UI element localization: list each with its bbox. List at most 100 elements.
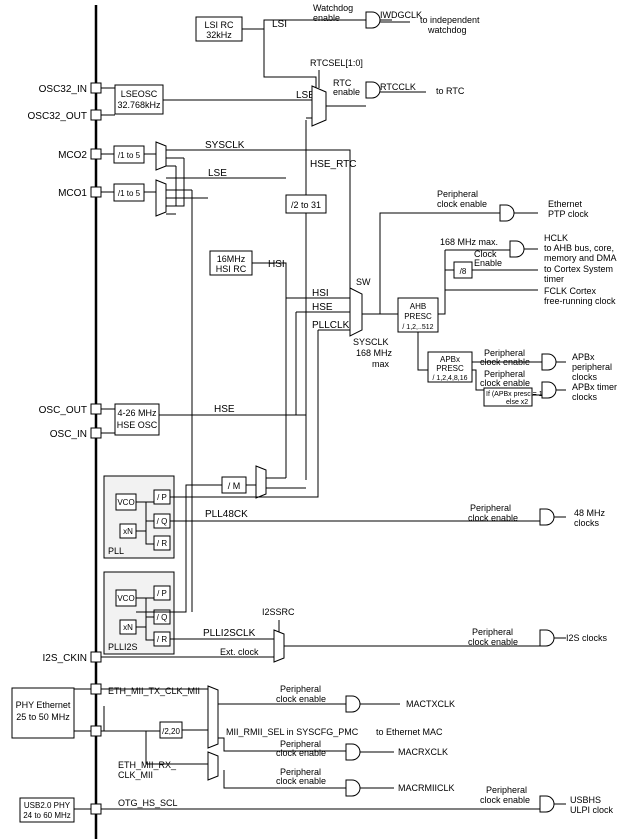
sw-label: SW [356, 277, 371, 287]
pin-osc32-in[interactable]: OSC32_IN [39, 82, 102, 95]
apb-periph-enable-2: clock enable [480, 357, 530, 367]
pll-p-label: / P [157, 493, 167, 502]
usb-gate [539, 795, 555, 813]
sw-hsi-label: HSI [312, 288, 329, 299]
pin-osc-in-label: OSC_IN [50, 429, 87, 440]
mactxclk-label: MACTXCLK [406, 699, 455, 709]
macrx-enable-2: clock enable [276, 748, 326, 758]
apb-timer-1: APBx timer [572, 382, 617, 392]
rtcsel-mux [311, 85, 327, 127]
pin-eth-tx[interactable] [90, 683, 102, 695]
watchdog-enable-1: Watchdog [313, 3, 353, 13]
systimer-1: to Cortex System [544, 264, 613, 274]
lse-osc-block [114, 84, 164, 115]
ptp-gate [499, 204, 515, 222]
systick-prescaler-label: /8 [460, 267, 467, 276]
otg-hs-scl-label: OTG_HS_SCL [118, 798, 178, 808]
apb-timer-2: clocks [572, 392, 598, 402]
hse-osc-label-1: 4-26 MHz [117, 408, 157, 418]
lse-osc-label-1: LSEOSC [121, 89, 158, 99]
pin-mco2-label: MCO2 [58, 150, 87, 161]
mii-rmii-label: MII_RMII_SEL in SYSCFG_PMC [226, 727, 359, 737]
mactx-gate [345, 695, 361, 713]
i2s-src-mux [273, 629, 285, 663]
ahb-label-3: / 1,2,..512 [402, 324, 433, 331]
usbhs-2: ULPI clock [570, 805, 614, 815]
pin-i2s-ckin-label: I2S_CKIN [43, 653, 87, 664]
rtc-enable-1: RTC [333, 78, 352, 88]
lsi-rc-label-1: LSI RC [204, 20, 234, 30]
hclk-gate [509, 240, 525, 258]
apb-periph-2: peripheral [572, 362, 612, 372]
sw-mux [349, 287, 363, 337]
pin-mco2[interactable]: MCO2 [58, 148, 102, 161]
pin-osc-out[interactable]: OSC_OUT [39, 403, 102, 416]
hsi-rc-label-2: HSI RC [216, 264, 247, 274]
mco-sysclk-label: SYSCLK [205, 140, 245, 151]
pll-m-label: / M [228, 481, 241, 491]
pll48-enable-1: Peripheral [470, 503, 511, 513]
i2s-clocks-label: I2S clocks [566, 633, 608, 643]
phy-eth-label-2: 25 to 50 MHz [16, 712, 70, 722]
mco-lse-label: LSE [208, 168, 227, 179]
hse-osc-label-2: HSE OSC [117, 420, 158, 430]
mactx-enable-2: clock enable [276, 694, 326, 704]
phy-eth-label-1: PHY Ethernet [16, 700, 71, 710]
rx-mux [207, 751, 219, 781]
i2s-enable-2: clock enable [468, 637, 518, 647]
sysclk-label-3: max [372, 359, 390, 369]
sw-pllclk-label: PLLCLK [312, 320, 350, 331]
lsi-rc-label-2: 32kHz [206, 30, 232, 40]
ahb-label-1: AHB [410, 302, 426, 311]
usb-enable-1: Peripheral [486, 785, 527, 795]
iwdgclk-label: IWDGCLK [380, 10, 422, 20]
ptp-enable-1: Peripheral [437, 189, 478, 199]
pll48ck-label: PLL48CK [205, 509, 248, 520]
macrmii-enable-2: clock enable [276, 776, 326, 786]
ahb-prescaler [397, 297, 439, 333]
clk48-1: 48 MHz [574, 508, 606, 518]
i2s-enable-1: Peripheral [472, 627, 513, 637]
pll-r-label: / R [157, 539, 167, 548]
iwdg-dest-2: watchdog [427, 25, 467, 35]
apb-periph-3: clocks [572, 372, 598, 382]
pin-eth-rx[interactable] [90, 725, 102, 737]
ahb-label-2: PRESC [404, 312, 432, 321]
pin-usb-ulpi[interactable] [90, 803, 102, 815]
fclk-1: FCLK Cortex [544, 286, 597, 296]
pll-src-mux [255, 465, 267, 499]
eth-tx-clk-label: ETH_MII_TX_CLK_MII [108, 686, 200, 696]
ptp-enable-2: clock enable [437, 199, 487, 209]
i2ssrc-label: I2SSRC [262, 607, 295, 617]
pll48-enable-2: clock enable [468, 513, 518, 523]
lse-osc-label-2: 32.768kHz [117, 100, 161, 110]
usb-enable-2: clock enable [480, 795, 530, 805]
sw-hse-label: HSE [312, 302, 333, 313]
hclk-2: to AHB bus, core, [544, 243, 614, 253]
hclk-3: memory and DMA [544, 253, 617, 263]
lsi-signal-label: LSI [272, 19, 287, 30]
hse-signal-label: HSE [214, 404, 235, 415]
pll-xn-label: xN [123, 527, 133, 536]
hclk-max-label: 168 MHz max. [440, 237, 498, 247]
clk48-2: clocks [574, 518, 600, 528]
hsi-rc-block [209, 250, 253, 276]
pin-i2s-ckin[interactable]: I2S_CKIN [43, 651, 102, 664]
usb-phy-label-1: USB2.0 PHY [24, 801, 71, 810]
pin-osc32-out[interactable]: OSC32_OUT [28, 109, 102, 122]
lsi-wire [242, 19, 366, 96]
clock-enable-1: Clock [474, 249, 497, 259]
apb-timer-enable-2: clock enable [480, 378, 530, 388]
apb-label-3: / 1,2,4,8,16 [432, 375, 467, 382]
pll48-gate [539, 508, 555, 526]
systimer-2: timer [544, 274, 564, 284]
apb-cond-2: else x2 [506, 399, 528, 406]
apb-periph-gate [541, 353, 557, 371]
iwdg-dest-1: to independent [420, 15, 480, 25]
pin-osc-in[interactable]: OSC_IN [50, 427, 102, 440]
apb-label-1: APBx [440, 355, 460, 364]
pll-label: PLL [108, 546, 124, 556]
pin-mco1[interactable]: MCO1 [58, 186, 102, 199]
macrx-enable-1: Peripheral [280, 739, 321, 749]
phy-ethernet-block [11, 687, 75, 739]
